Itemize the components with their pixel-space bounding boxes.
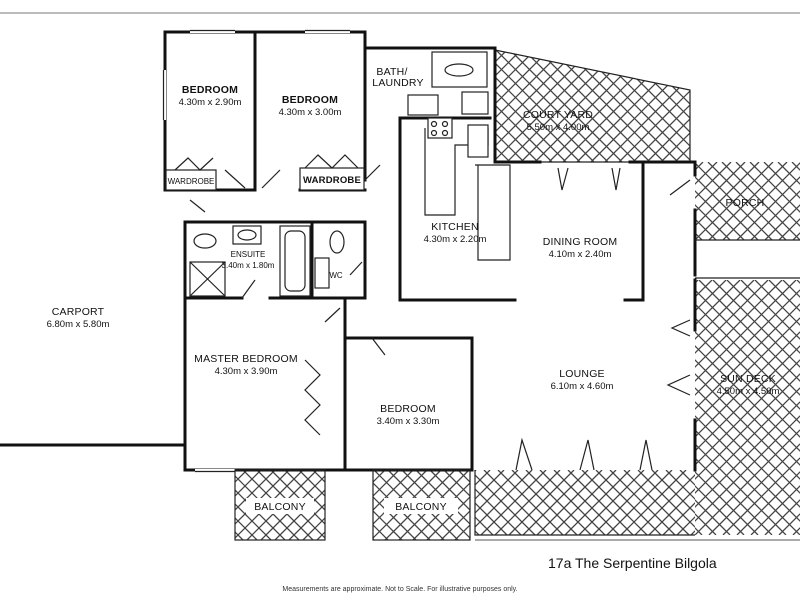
door-swings: [189, 164, 691, 356]
bedroom1-dims: 4.30m x 2.90m: [179, 97, 242, 108]
outdoor-hatching: [235, 49, 800, 540]
wc-label: WC: [329, 271, 343, 280]
bath-label-2: LAUNDRY: [372, 77, 423, 89]
room-labels: BEDROOM 4.30m x 2.90m BEDROOM 4.30m x 3.…: [47, 66, 780, 427]
master-name: MASTER BEDROOM: [194, 353, 298, 365]
carport-dims: 6.80m x 5.80m: [47, 319, 110, 330]
bath-label-1: BATH/: [376, 66, 407, 78]
kitchen-dims: 4.30m x 2.20m: [424, 234, 487, 245]
kitchen-benches: [424, 117, 511, 261]
windows: [162, 29, 350, 473]
address-title: 17a The Serpentine Bilgola: [548, 555, 717, 571]
lounge-name: LOUNGE: [559, 368, 605, 380]
balconies: BALCONY BALCONY: [234, 469, 471, 541]
bathroom-fixtures: [189, 51, 489, 297]
master-dims: 4.30m x 3.90m: [215, 366, 278, 377]
carport-name: CARPORT: [52, 306, 105, 318]
wardrobe2-label: WARDROBE: [303, 175, 361, 186]
bedroom1-name: BEDROOM: [182, 84, 238, 96]
bedroom2-dims: 4.30m x 3.00m: [279, 107, 342, 118]
balcony1-name: BALCONY: [254, 501, 306, 513]
courtyard-name: COURT YARD: [523, 109, 593, 121]
walls: [0, 30, 800, 472]
sliding-door-marks: [304, 167, 691, 471]
courtyard-dims: 5.50m x 4.00m: [527, 122, 590, 133]
wardrobes: [165, 154, 365, 191]
wardrobe1-label: WARDROBE: [168, 177, 215, 186]
ensuite-dims: 3.40m x 1.80m: [222, 261, 275, 270]
disclaimer-text: Measurements are approximate. Not to Sca…: [282, 586, 517, 593]
balcony2-name: BALCONY: [395, 501, 447, 513]
bedroom3-name: BEDROOM: [380, 403, 436, 415]
bedroom2-name: BEDROOM: [282, 94, 338, 106]
lounge-dims: 6.10m x 4.60m: [551, 381, 614, 392]
porch-name: PORCH: [726, 197, 765, 209]
dining-dims: 4.10m x 2.40m: [549, 249, 612, 260]
bedroom3-dims: 3.40m x 3.30m: [377, 416, 440, 427]
sundeck-name: SUN DECK: [720, 373, 776, 385]
sundeck-dims: 4.50m x 4.50m: [717, 386, 780, 397]
kitchen-name: KITCHEN: [431, 221, 479, 233]
ensuite-name: ENSUITE: [231, 250, 266, 259]
dining-name: DINING ROOM: [543, 236, 618, 248]
